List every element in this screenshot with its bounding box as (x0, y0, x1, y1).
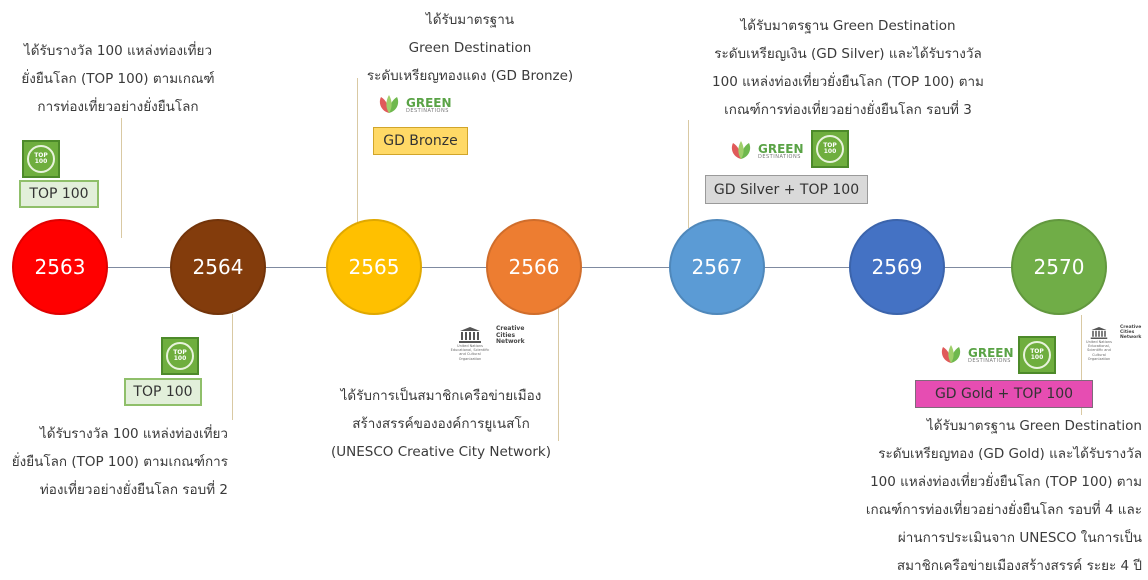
leaf-icon (727, 137, 755, 165)
event-2566-text: ได้รับการเป็นสมาชิกเครือข่ายเมือง สร้างส… (316, 382, 566, 466)
leaf-icon (375, 91, 403, 119)
year-node-2563: 2563 (12, 219, 108, 315)
event-line: สมาชิกเครือข่ายเมืองสร้างสรรค์ ระยะ 4 ปี (896, 558, 1142, 574)
event-line: เกณฑ์การท่องเที่ยวอย่างยั่งยืนโลก รอบที่… (865, 502, 1142, 518)
event-2564-text: ได้รับรางวัล 100 แหล่งท่องเที่ยว ยั่งยืน… (8, 420, 228, 504)
event-line: ได้รับการเป็นสมาชิกเครือข่ายเมือง (340, 388, 542, 404)
event-line: การท่องเที่ยวอย่างยั่งยืนโลก (37, 99, 199, 115)
leaf-icon (937, 341, 965, 369)
event-line: เกณฑ์การท่องเที่ยวอย่างยั่งยืนโลก รอบที่… (724, 102, 972, 118)
badge-2567: GD Silver + TOP 100 (705, 175, 868, 204)
connector-2563 (121, 118, 122, 238)
event-line: ได้รับมาตรฐาน Green Destination (740, 18, 956, 34)
year-label: 2569 (871, 255, 923, 279)
event-line: Green Destination (408, 40, 532, 56)
year-node-2565: 2565 (326, 219, 422, 315)
top100-award-icon: TOP 100 (22, 140, 60, 178)
event-line: ได้รับมาตรฐาน (425, 12, 515, 28)
event-line: 100 แหล่งท่องเที่ยวยั่งยืนโลก (TOP 100) … (870, 474, 1142, 490)
year-node-2564: 2564 (170, 219, 266, 315)
connector-2566 (558, 296, 559, 441)
event-line: ยั่งยืนโลก (TOP 100) ตามเกณฑ์การ (11, 454, 228, 470)
event-line: ระดับเหรียญเงิน (GD Silver) และได้รับราง… (714, 46, 982, 62)
event-2565-text: ได้รับมาตรฐาน Green Destination ระดับเหร… (358, 6, 582, 90)
year-label: 2566 (508, 255, 560, 279)
badge-2570: GD Gold + TOP 100 (915, 380, 1093, 408)
year-label: 2567 (691, 255, 743, 279)
event-line: ได้รับรางวัล 100 แหล่งท่องเที่ยว (23, 43, 213, 59)
year-node-2570: 2570 (1011, 219, 1107, 315)
year-node-2567: 2567 (669, 219, 765, 315)
badge-2565: GD Bronze (373, 127, 468, 155)
badge-2564: TOP 100 (124, 378, 202, 406)
event-2567-text: ได้รับมาตรฐาน Green Destination ระดับเหร… (693, 12, 1003, 124)
badge-2563: TOP 100 (19, 180, 99, 208)
event-line: (UNESCO Creative City Network) (331, 444, 551, 460)
top100-award-icon: TOP 100 (161, 337, 199, 375)
top100-award-icon: TOP 100 (811, 130, 849, 168)
year-node-2566: 2566 (486, 219, 582, 315)
event-line: ได้รับรางวัล 100 แหล่งท่องเที่ยว (39, 426, 228, 442)
event-2570-text: ได้รับมาตรฐาน Green Destination ระดับเหร… (842, 412, 1142, 580)
top100-award-icon: TOP 100 (1018, 336, 1056, 374)
event-line: 100 แหล่งท่องเที่ยวยั่งยืนโลก (TOP 100) … (712, 74, 984, 90)
event-line: ระดับเหรียญทองแดง (GD Bronze) (366, 68, 574, 84)
event-line: ยั่งยืนโลก (TOP 100) ตามเกณฑ์ (21, 71, 215, 87)
event-line: ได้รับมาตรฐาน Green Destination (926, 418, 1142, 434)
connector-2570 (1081, 315, 1082, 415)
event-line: ผ่านการประเมินจาก UNESCO ในการเป็น (897, 530, 1142, 546)
event-line: ท่องเที่ยวอย่างยั่งยืนโลก รอบที่ 2 (39, 482, 228, 498)
connector-2567 (688, 120, 689, 228)
year-node-2569: 2569 (849, 219, 945, 315)
unesco-logo-icon: United Nations Educational, Scientific a… (450, 325, 525, 361)
year-label: 2565 (348, 255, 400, 279)
year-label: 2563 (34, 255, 86, 279)
event-line: สร้างสรรค์ขององค์การยูเนสโก (352, 416, 530, 432)
event-2563-text: ได้รับรางวัล 100 แหล่งท่องเที่ยว ยั่งยืน… (8, 37, 228, 121)
connector-2565 (357, 78, 358, 248)
unesco-logo-icon: United Nations Educational, Scientific a… (1086, 325, 1142, 361)
year-label: 2564 (192, 255, 244, 279)
event-line: ระดับเหรียญทอง (GD Gold) และได้รับรางวัล (878, 446, 1142, 462)
connector-2564 (232, 314, 233, 420)
year-label: 2570 (1033, 255, 1085, 279)
